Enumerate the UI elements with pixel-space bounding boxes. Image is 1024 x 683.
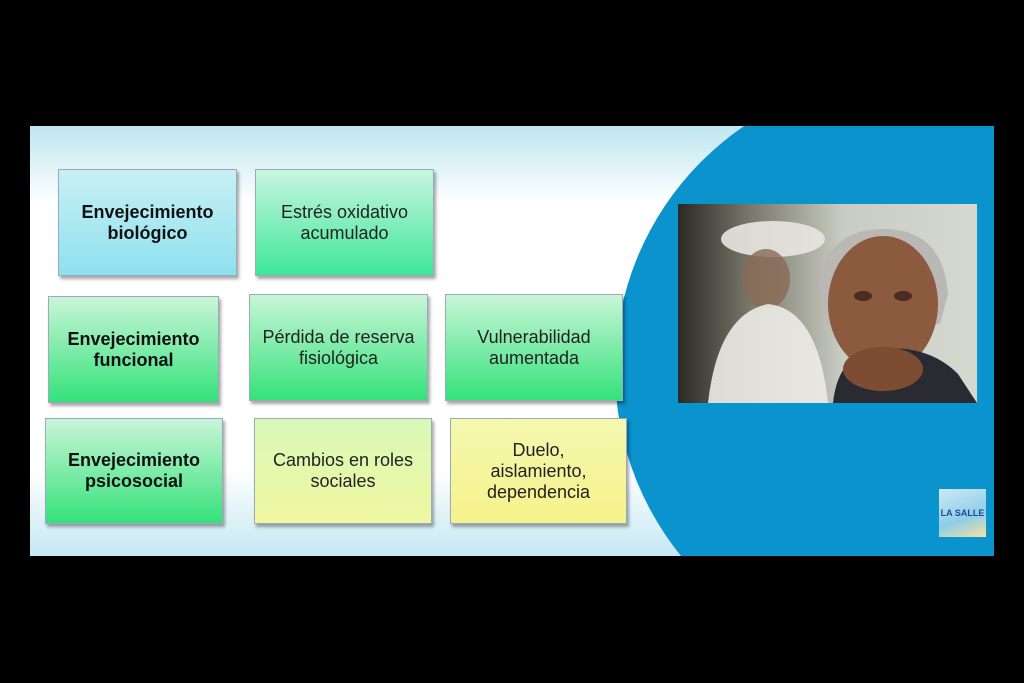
box-duelo: Duelo, aislamiento, dependencia bbox=[450, 418, 627, 524]
box-label: Vulnerabilidad aumentada bbox=[477, 326, 591, 368]
box-cambios-roles: Cambios en roles sociales bbox=[254, 418, 432, 524]
box-envejecimiento-funcional: Envejecimiento funcional bbox=[48, 296, 219, 403]
photo-elderly-woman bbox=[678, 204, 977, 403]
box-perdida-reserva: Pérdida de reserva fisiológica bbox=[249, 294, 428, 401]
box-label: Estrés oxidativo acumulado bbox=[280, 201, 409, 243]
box-label: Pérdida de reserva fisiológica bbox=[262, 326, 415, 368]
box-label: Duelo, aislamiento, dependencia bbox=[486, 439, 591, 502]
la-salle-logo: LA SALLE bbox=[939, 489, 986, 537]
photo-illustration bbox=[708, 221, 977, 403]
box-label: Envejecimiento psicosocial bbox=[67, 450, 201, 491]
box-envejecimiento-psicosocial: Envejecimiento psicosocial bbox=[45, 418, 223, 524]
box-vulnerabilidad: Vulnerabilidad aumentada bbox=[445, 294, 623, 401]
box-label: Envejecimiento funcional bbox=[67, 328, 200, 370]
box-envejecimiento-biologico: Envejecimiento biológico bbox=[58, 169, 237, 276]
box-label: Cambios en roles sociales bbox=[272, 450, 414, 491]
slide: Envejecimiento biológico Estrés oxidativ… bbox=[30, 126, 994, 556]
logo-text: LA SALLE bbox=[940, 508, 985, 518]
box-estres-oxidativo: Estrés oxidativo acumulado bbox=[255, 169, 434, 276]
box-label: Envejecimiento biológico bbox=[81, 201, 214, 243]
